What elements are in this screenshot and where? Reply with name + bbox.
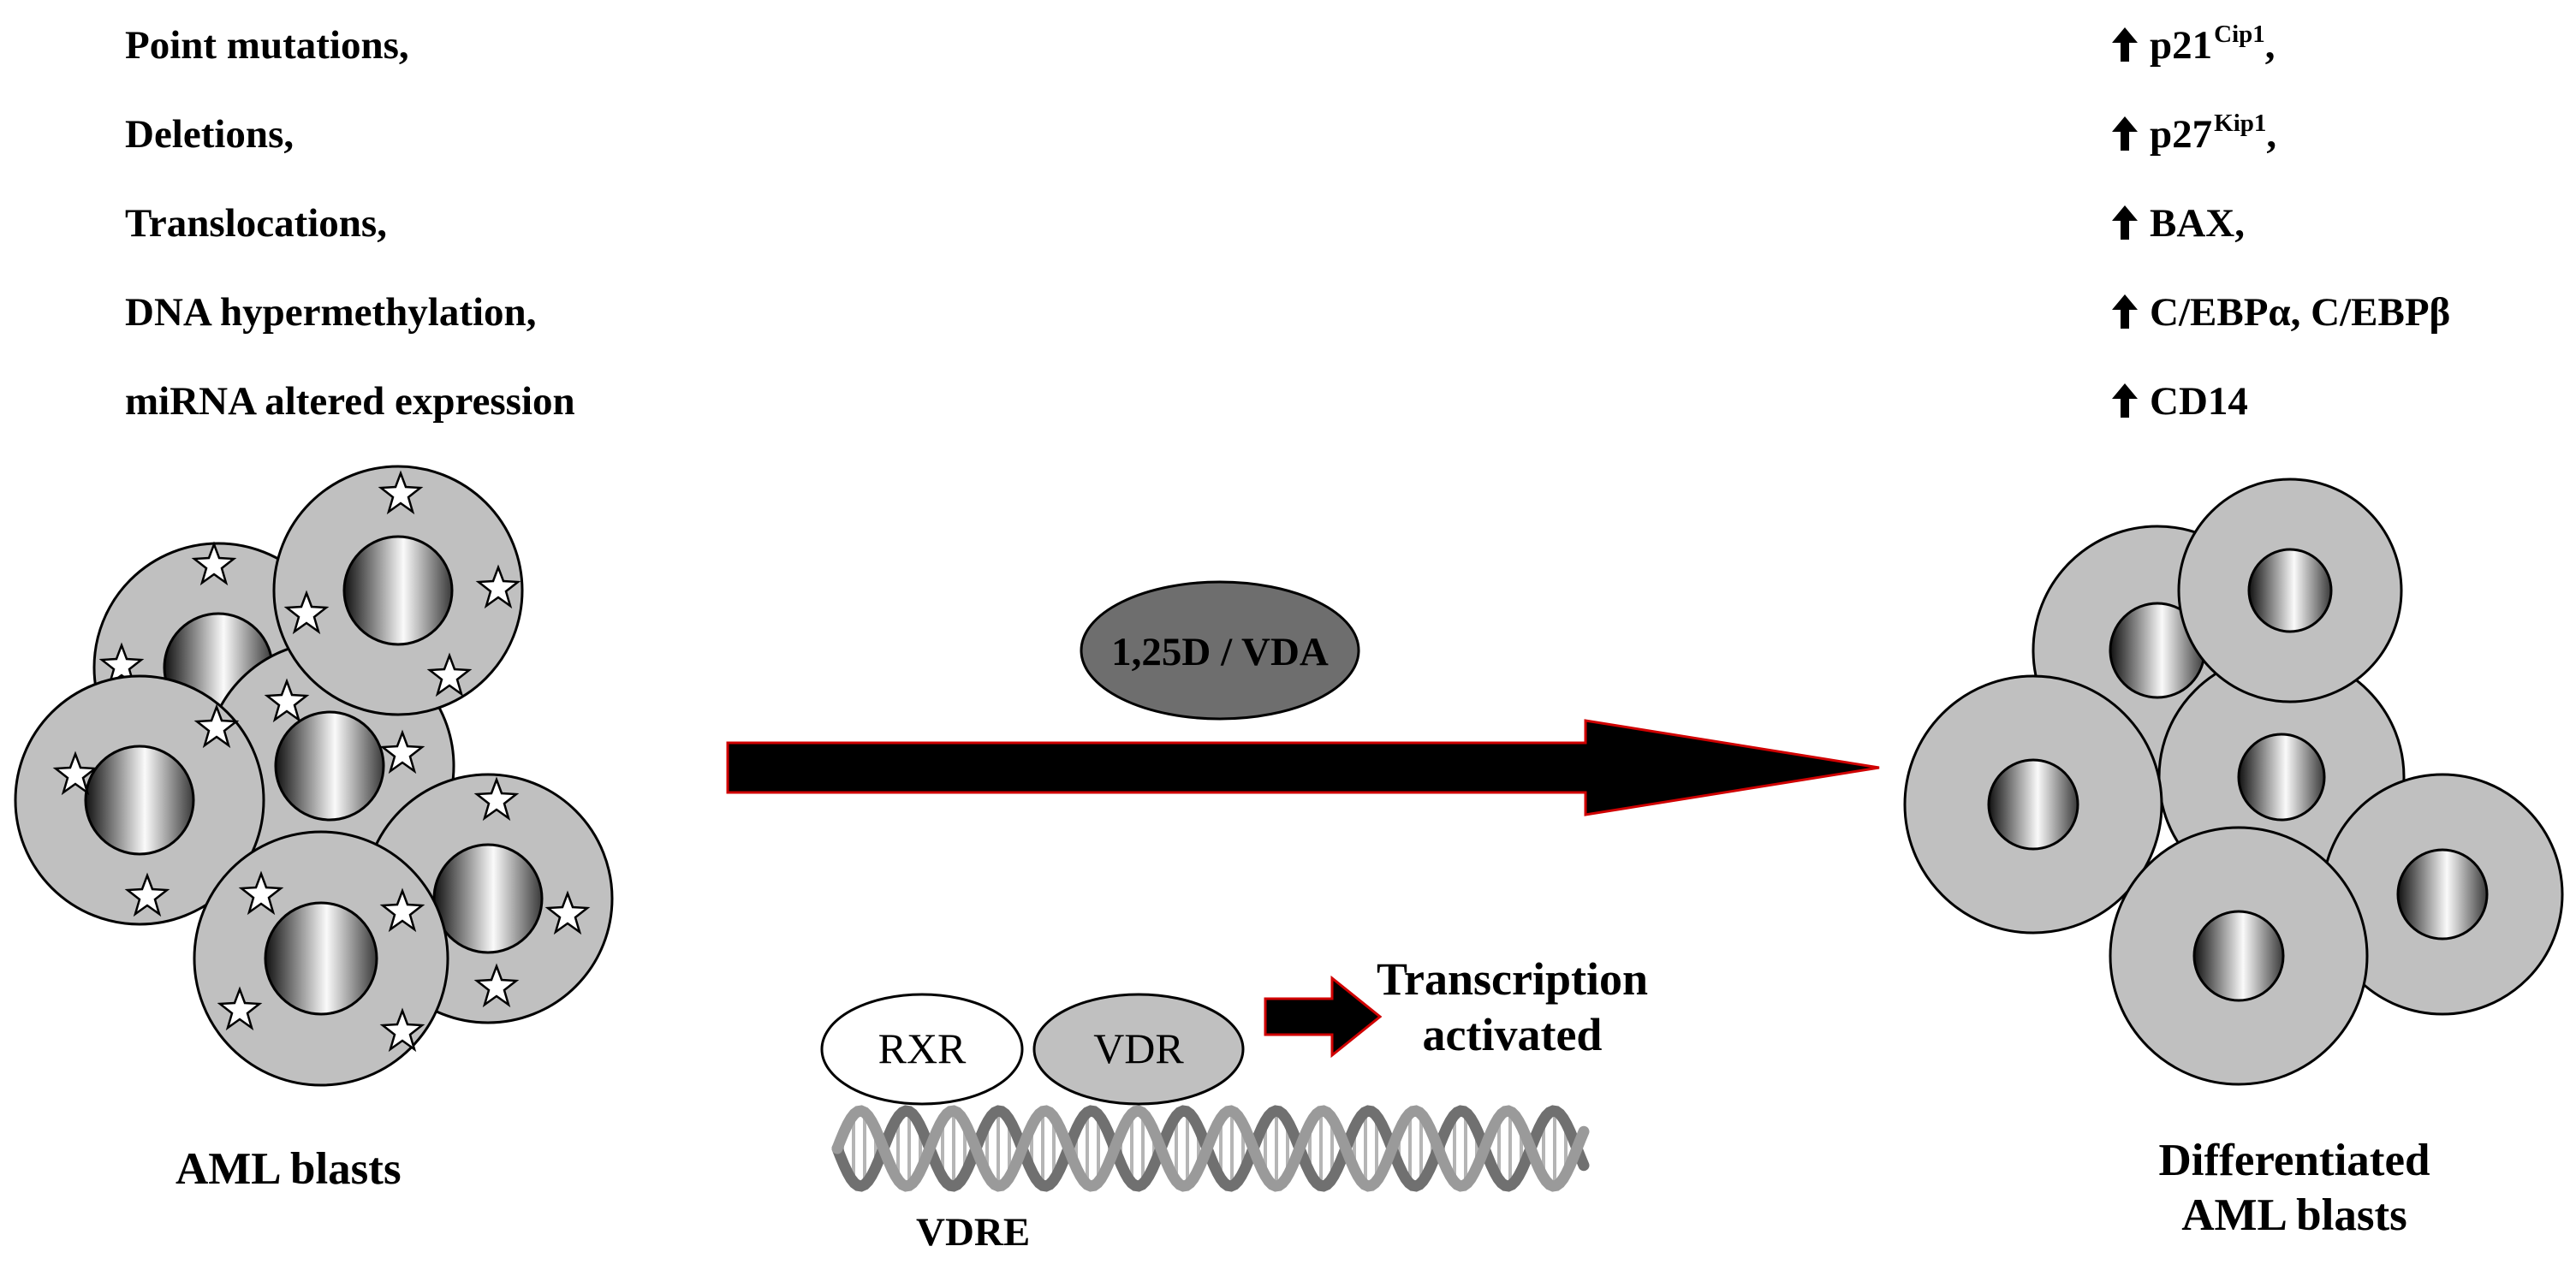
blast-cell xyxy=(193,465,524,716)
differentiated-cell xyxy=(2177,478,2403,703)
blast-cell xyxy=(14,674,265,926)
differentiated-cluster xyxy=(1903,478,2564,1086)
effect-bax-label: BAX, xyxy=(2150,201,2245,246)
effect-p27-suffix: , xyxy=(2266,112,2277,157)
differentiated-label: Differentiated AML blasts xyxy=(2106,1134,2483,1243)
differentiated-cell xyxy=(1903,674,2163,935)
aml-blasts-label: AML blasts xyxy=(176,1144,402,1194)
cause-mirna-expression: miRNA altered expression xyxy=(125,379,575,424)
transcription-arrow xyxy=(1264,975,1383,1059)
rxr-ellipse: RXR xyxy=(820,993,1024,1106)
differentiated-line-2: AML blasts xyxy=(2181,1190,2407,1240)
differentiated-line-1: Differentiated xyxy=(2158,1136,2430,1185)
effect-p27-base: p27 xyxy=(2150,112,2213,157)
cause-point-mutations: Point mutations, xyxy=(125,23,409,68)
rxr-label: RXR xyxy=(878,1024,967,1072)
vdr-label: VDR xyxy=(1093,1024,1184,1072)
dna-helix xyxy=(831,1105,1590,1192)
effect-cd14-label: CD14 xyxy=(2150,379,2248,424)
dna-strand xyxy=(831,1105,1590,1192)
effect-cd14: CD14 xyxy=(2110,382,2248,427)
up-arrow-icon xyxy=(2110,293,2143,338)
effect-p27-sup: Kip1 xyxy=(2214,110,2267,137)
effect-cebp: C/EBPα, C/EBPβ xyxy=(2110,293,2450,338)
treatment-label: 1,25D / VDA xyxy=(1111,630,1329,674)
differentiated-cell xyxy=(2109,826,2369,1086)
up-arrow-icon xyxy=(2110,115,2143,160)
cause-dna-hypermethylation: DNA hypermethylation, xyxy=(125,290,537,335)
cause-translocations: Translocations, xyxy=(125,201,387,246)
transcription-line-1: Transcription xyxy=(1377,953,1649,1005)
aml-blasts-cluster xyxy=(14,465,614,1087)
treatment-ellipse: 1,25D / VDA xyxy=(1080,580,1360,721)
effect-cebp-label: C/EBPα, C/EBPβ xyxy=(2150,290,2451,335)
up-arrow-icon xyxy=(2110,204,2143,249)
vdr-ellipse: VDR xyxy=(1032,993,1245,1106)
effect-p21-sup: Cip1 xyxy=(2214,21,2265,48)
cause-deletions: Deletions, xyxy=(125,112,294,157)
transcription-activated-label: Transcription activated xyxy=(1377,952,1648,1063)
effect-bax: BAX, xyxy=(2110,204,2245,249)
transcription-line-2: activated xyxy=(1422,1008,1603,1060)
main-arrow xyxy=(726,719,1880,816)
vdre-label: VDRE xyxy=(916,1210,1031,1255)
effect-p21-base: p21 xyxy=(2150,23,2213,68)
blast-cell xyxy=(193,830,449,1087)
differentiated-cell xyxy=(2321,773,2564,1016)
up-arrow-icon xyxy=(2110,26,2143,71)
up-arrow-icon xyxy=(2110,382,2143,427)
effect-p21-suffix: , xyxy=(2264,23,2276,68)
dna-strand xyxy=(831,1105,1590,1192)
